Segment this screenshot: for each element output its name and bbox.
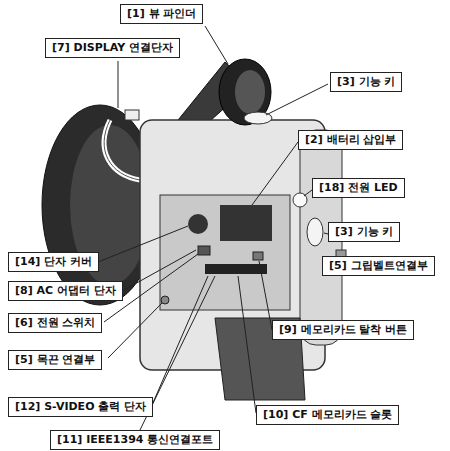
eject-button [253, 252, 263, 260]
eyepiece-lens [235, 70, 265, 114]
callout-box: [9] 메모리카드 탈착 버튼 [272, 320, 414, 340]
callout-box: [12] S-VIDEO 출력 단자 [8, 397, 153, 417]
cf-slot [205, 264, 267, 274]
callout-box: [2] 배터리 삽입부 [298, 130, 403, 150]
callout-label: [5] 그립벨트연결부 [329, 259, 428, 273]
battery-slot [220, 205, 272, 241]
callout-label: [11] IEEE1394 통신연결포트 [57, 433, 213, 447]
callout-label: [2] 배터리 삽입부 [305, 133, 396, 147]
callout-box: [8] AC 어댑터 단자 [8, 281, 123, 301]
eyepiece [219, 59, 271, 125]
callout-box: [6] 전원 스위치 [8, 313, 102, 333]
callout-label: [9] 메모리카드 탈착 버튼 [279, 323, 407, 337]
terminal-panel [160, 195, 290, 310]
display-cable-edge [104, 120, 140, 180]
callout-label: [18] 전원 LED [319, 181, 398, 195]
callout-label: [14] 단자 커버 [15, 255, 92, 269]
callout-box: [10] CF 메모리카드 슬롯 [256, 405, 399, 425]
display-plug [125, 110, 139, 120]
callout-label: [1] 뷰 파인더 [127, 7, 196, 21]
callout-label: [12] S-VIDEO 출력 단자 [15, 400, 146, 414]
callout-box: [3] 기능 키 [330, 72, 402, 92]
callout-box: [1] 뷰 파인더 [120, 4, 203, 24]
power-switch [198, 246, 210, 255]
callout-label: [6] 전원 스위치 [15, 316, 95, 330]
callout-label: [3] 기능 키 [337, 75, 395, 89]
callout-box: [14] 단자 커버 [8, 252, 99, 272]
callout-box: [5] 목끈 연결부 [8, 350, 102, 370]
terminal-cover [188, 214, 208, 234]
callout-label: [7] DISPLAY 연결단자 [52, 41, 173, 55]
callout-box: [7] DISPLAY 연결단자 [45, 38, 180, 58]
callout-box: [18] 전원 LED [312, 178, 405, 198]
callout-label: [8] AC 어댑터 단자 [15, 284, 116, 298]
callout-box: [5] 그립벨트연결부 [322, 256, 435, 276]
callout-box: [11] IEEE1394 통신연결포트 [50, 430, 220, 450]
display-cable [104, 120, 140, 180]
callout-label: [3] 기능 키 [335, 225, 393, 239]
callout-box: [3] 기능 키 [328, 222, 400, 242]
leader-lines [98, 26, 336, 430]
callout-label: [5] 목끈 연결부 [15, 353, 95, 367]
callout-label: [10] CF 메모리카드 슬롯 [263, 408, 392, 422]
function-key [307, 218, 323, 246]
strap-mount [161, 296, 169, 304]
